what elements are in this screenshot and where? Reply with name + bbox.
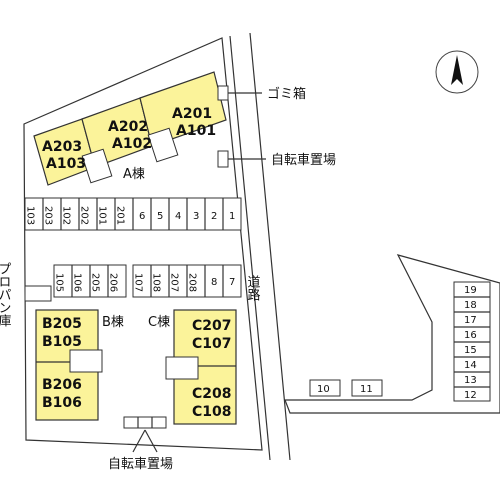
east-lot-boundary [284,254,500,414]
garbage-label: ゴミ箱 [267,86,306,102]
unit-a202: A202 [108,119,148,135]
unit-b105: B105 [42,334,82,350]
road [229,32,291,461]
parking-row1-slot: 4 [175,211,181,222]
building-c [165,309,237,425]
unit-a101: A101 [176,123,216,139]
building-a-label: A棟 [123,167,145,182]
parking-row1-slot: 101 [97,206,108,225]
unit-c107: C107 [192,336,232,352]
bicycle-parking-south [123,416,167,453]
unit-c108: C108 [192,404,232,420]
parking-bottom [309,379,383,397]
building-b-label: B棟 [102,315,124,330]
bicycle-east-label: 自転車置場 [271,153,336,168]
parking-east-slot: 16 [464,330,477,341]
unit-b205: B205 [42,316,82,332]
propane-label: プロパン庫 [0,262,11,327]
unit-b206: B206 [42,377,82,393]
unit-a103: A103 [46,156,86,172]
parking-east-slot: 12 [464,390,477,401]
parking-row2-slot: 106 [72,273,83,292]
parking-east-slot: 17 [464,315,477,326]
parking-row-1 [24,197,242,231]
parking-east-column [453,281,491,402]
parking-row-2-right [132,264,242,298]
parking-east-slot: 18 [464,300,477,311]
site-boundary [23,37,263,451]
parking-row1-slot: 3 [193,211,199,222]
building-a [33,71,227,186]
unit-a102: A102 [112,136,152,152]
unit-a203: A203 [42,139,82,155]
parking-row1-slot: 102 [61,206,72,225]
parking-row2-slot: 107 [133,273,144,292]
parking-bottom-slot: 11 [360,384,373,395]
unit-c208: C208 [192,386,232,402]
parking-row2-slot: 205 [90,273,101,292]
building-b [35,309,103,421]
parking-east-slot: 13 [464,375,477,386]
propane-storage [24,285,52,302]
parking-row2-slot: 108 [151,273,162,292]
parking-row2-slot: 8 [211,277,217,288]
parking-row1-slot: 5 [157,211,163,222]
bicycle-south-label: 自転車置場 [108,457,173,472]
parking-row2-slot: 7 [229,277,235,288]
parking-bottom-slot: 10 [317,384,330,395]
road-label: 道路 [245,275,261,301]
parking-east-slot: 14 [464,360,477,371]
parking-row2-slot: 105 [54,273,65,292]
parking-east-slot: 15 [464,345,477,356]
building-c-label: C棟 [148,315,170,330]
parking-row2-slot: 207 [169,273,180,292]
parking-row1-slot: 1 [229,211,235,222]
parking-row1-slot: 2 [211,211,217,222]
parking-east-slot: 19 [464,285,477,296]
unit-a201: A201 [172,106,212,122]
parking-row1-slot: 201 [115,206,126,225]
garbage-box [217,85,229,101]
parking-row1-slot: 6 [139,211,145,222]
unit-c207: C207 [192,318,232,334]
parking-row1-slot: 202 [79,206,90,225]
parking-row2-slot: 206 [108,273,119,292]
parking-row2-slot: 208 [187,273,198,292]
parking-row1-slot: 103 [25,206,36,225]
parking-row-2-left [53,264,127,298]
parking-row1-slot: 203 [43,206,54,225]
unit-b106: B106 [42,395,82,411]
north-arrow-icon [435,50,479,94]
bicycle-parking-east [217,150,229,168]
